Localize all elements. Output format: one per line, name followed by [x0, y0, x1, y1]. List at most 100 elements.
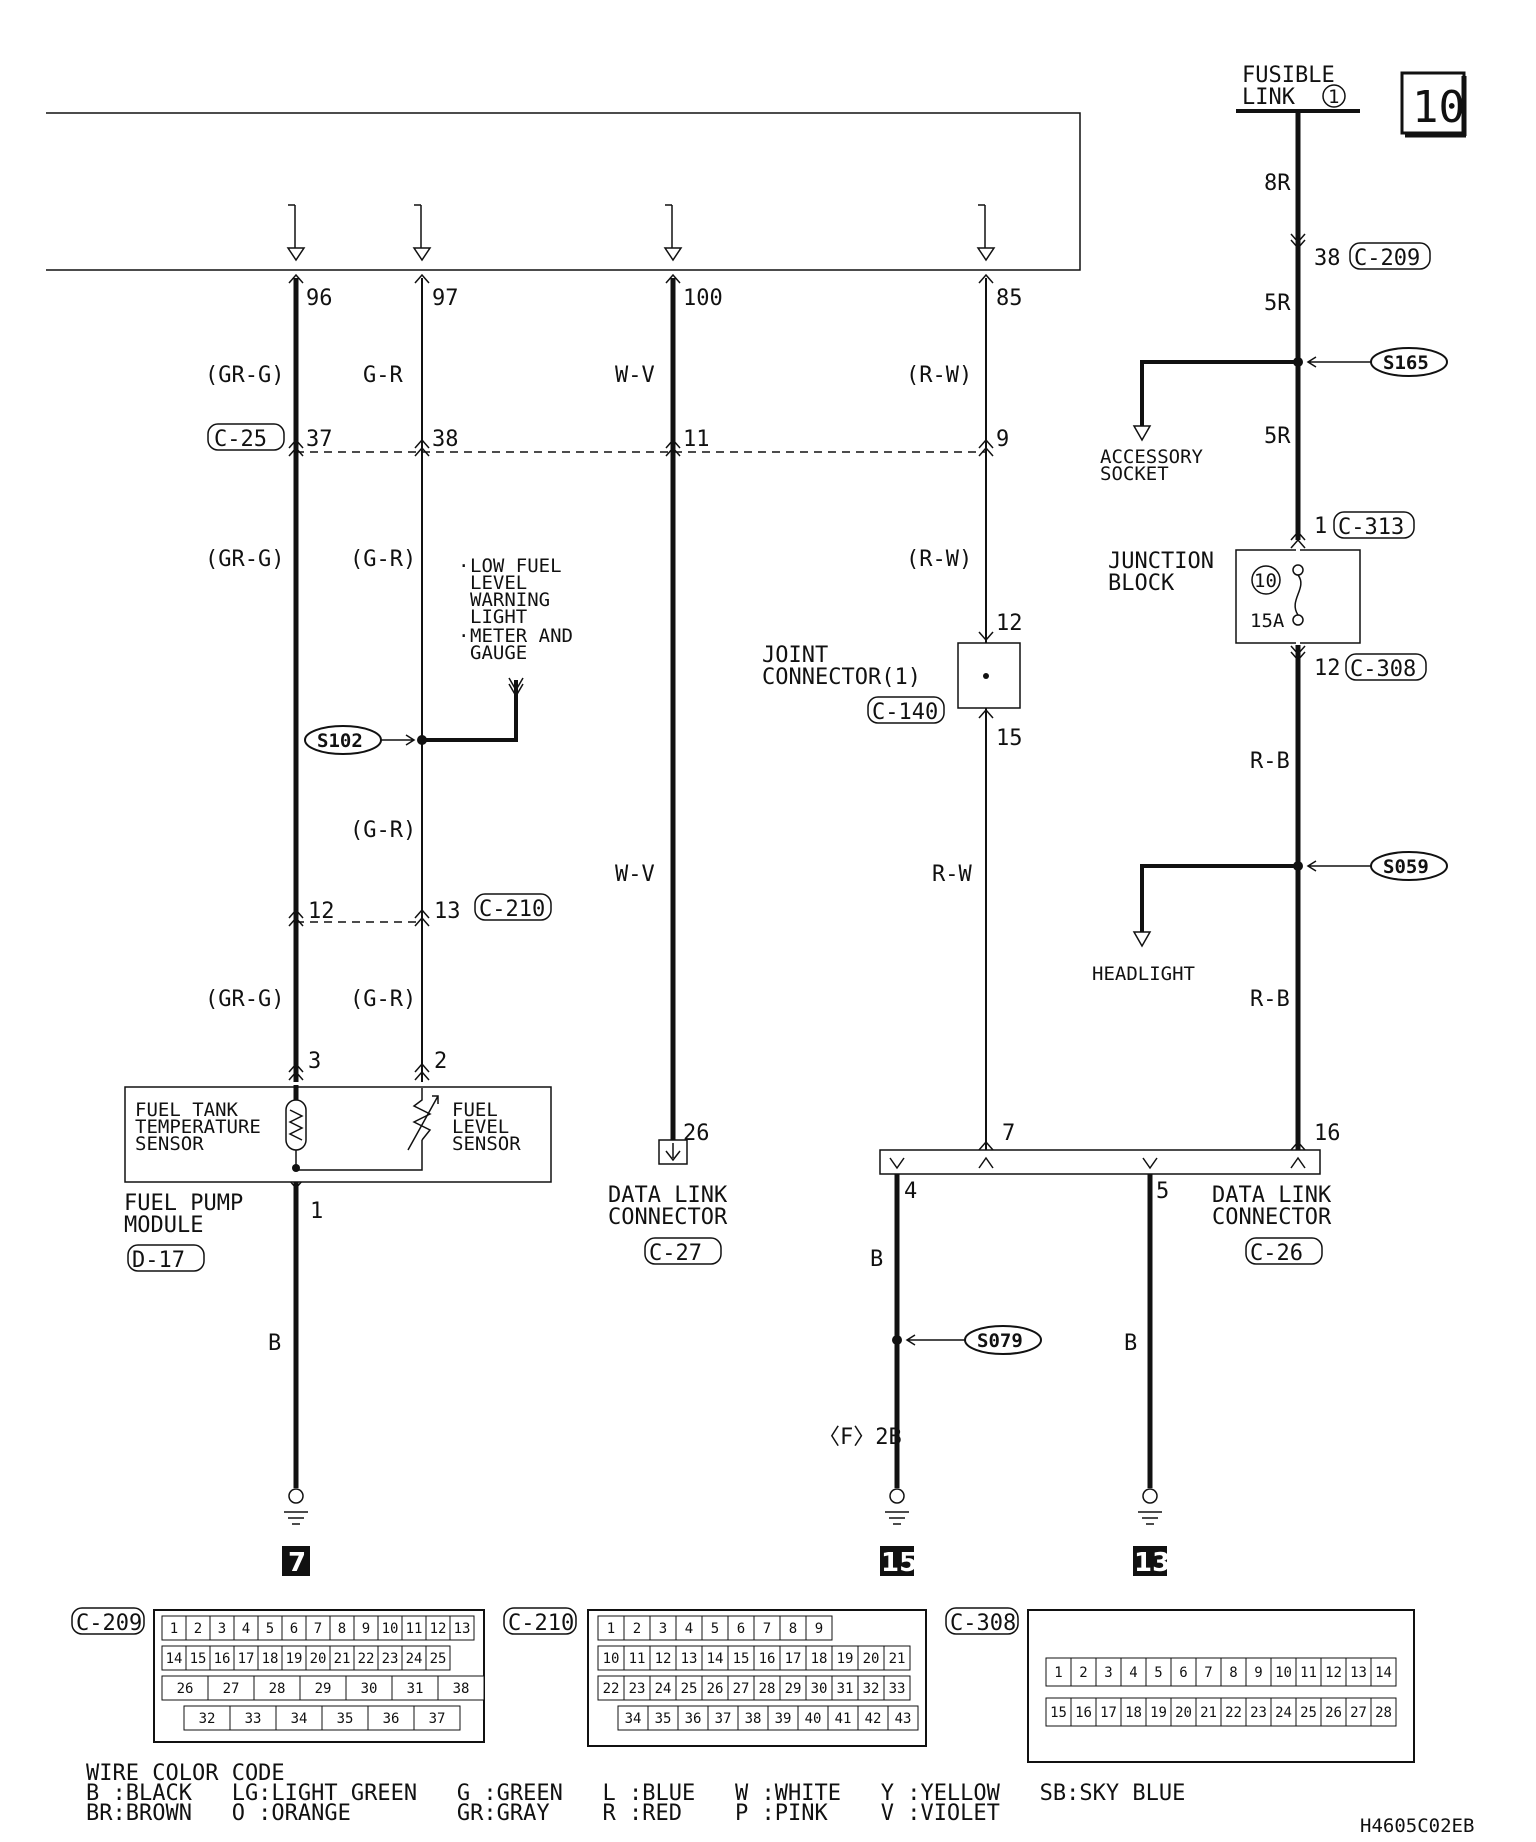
- pin-12-c210: 12: [308, 899, 335, 924]
- c209-pin-9: 9: [362, 1621, 370, 1637]
- c308-pin-27: 27: [1350, 1705, 1367, 1721]
- fuel-level-label-2: LEVEL: [452, 1116, 509, 1138]
- c210-pin-3-cell: [649, 1615, 677, 1641]
- c209-pin-20-cell: [305, 1645, 331, 1671]
- headlight-label: HEADLIGHT: [1092, 963, 1195, 985]
- c209-pin-17-cell: [233, 1645, 259, 1671]
- c308-pin-25: 25: [1300, 1705, 1317, 1721]
- s079-tag: [964, 1325, 1042, 1355]
- fuse-terminal-bottom: [1292, 614, 1304, 626]
- c209-pin-21: 21: [334, 1651, 351, 1667]
- dlc-c26-pin-arrows-top: [978, 1156, 1306, 1169]
- c210-pin-13: 13: [681, 1651, 698, 1667]
- c209-pin-16-cell: [209, 1645, 235, 1671]
- c210-pin-40: 40: [805, 1711, 822, 1727]
- d17-tag: [127, 1244, 205, 1272]
- dlc-c27-label-2: CONNECTOR: [608, 1205, 728, 1230]
- d17-label: D-17: [132, 1248, 185, 1273]
- c210-pin-31-cell: [831, 1675, 859, 1701]
- c209-pin-21-cell: [329, 1645, 355, 1671]
- c308-pin-28: 28: [1375, 1705, 1392, 1721]
- c210-pin-19: 19: [837, 1651, 854, 1667]
- c210-pin-39-cell: [767, 1705, 799, 1731]
- c210-pin-33: 33: [889, 1681, 906, 1697]
- c209-pin-5: 5: [266, 1621, 274, 1637]
- c308-pin-22: 22: [1225, 1705, 1242, 1721]
- c308-pin-8: 8: [1229, 1665, 1237, 1681]
- fuel-pump-internal-wire: [295, 1140, 423, 1171]
- c209-pin-4: 4: [242, 1621, 250, 1637]
- ground-7: [282, 1488, 310, 1576]
- c209-pin-7-cell: [305, 1615, 331, 1641]
- c210-pin-40-cell: [797, 1705, 829, 1731]
- c210-pin-5-cell: [701, 1615, 729, 1641]
- pin-1-c313: 1: [1314, 514, 1327, 539]
- c210-pin-11-cell: [623, 1645, 651, 1671]
- c308-pin-13: 13: [1350, 1665, 1367, 1681]
- c308-pin-11: 11: [1300, 1665, 1317, 1681]
- c210-pin-21-cell: [883, 1645, 911, 1671]
- c209-pin-12: 12: [430, 1621, 447, 1637]
- c209-pin-32: 32: [199, 1711, 216, 1727]
- c210-pin-14-cell: [701, 1645, 729, 1671]
- c308-pin-24: 24: [1275, 1705, 1292, 1721]
- s059-tag: [1370, 851, 1448, 881]
- c308-face-label: C-308: [950, 1611, 1016, 1636]
- wire-color-rb-2: R-B: [1250, 987, 1290, 1012]
- low-fuel-label-4: LIGHT: [470, 606, 527, 628]
- c209-pin-37-cell: [413, 1705, 461, 1731]
- c209-pin-26: 26: [177, 1681, 194, 1697]
- c210-pin-10-cell: [597, 1645, 625, 1671]
- c308-pin-19: 19: [1150, 1705, 1167, 1721]
- pin-13: 13: [434, 899, 461, 924]
- c209-pin-34: 34: [291, 1711, 308, 1727]
- accessory-label-1: ACCESSORY: [1100, 446, 1204, 468]
- c209-pin-6: 6: [290, 1621, 298, 1637]
- c209-pin-15-cell: [185, 1645, 211, 1671]
- joint-connector-box: [957, 642, 1021, 709]
- c313-tag: [1333, 511, 1415, 539]
- c209-pin-27-cell: [207, 1675, 255, 1701]
- c210-pin-2: 2: [633, 1621, 641, 1637]
- c209-pin-3: 3: [218, 1621, 226, 1637]
- c209-pin-20: 20: [310, 1651, 327, 1667]
- c209-pin-8: 8: [338, 1621, 346, 1637]
- c209-pin-34-cell: [275, 1705, 323, 1731]
- ecu-terminals: [286, 204, 996, 262]
- c209-pin-30-cell: [345, 1675, 393, 1701]
- c210-pin-3: 3: [659, 1621, 667, 1637]
- low-fuel-label-2: LEVEL: [470, 572, 527, 594]
- c308-pin-23-cell: [1245, 1697, 1272, 1727]
- wire-color-5r-1: 5R: [1264, 291, 1291, 316]
- fusible-link-label-2: LINK: [1242, 85, 1296, 110]
- wire-color-grg-2: (GR-G): [205, 547, 284, 572]
- c209-pin-36: 36: [383, 1711, 400, 1727]
- wire-color-8r: 8R: [1264, 171, 1291, 196]
- c209-pin-33-cell: [229, 1705, 277, 1731]
- c209-pin-38-cell: [437, 1675, 485, 1701]
- c209-pin-16: 16: [214, 1651, 231, 1667]
- wire-color-wv-1: W-V: [615, 363, 655, 388]
- wire-color-rw-2: (R-W): [906, 547, 972, 572]
- c308-pin-25-cell: [1295, 1697, 1322, 1727]
- c210-pin-32: 32: [863, 1681, 880, 1697]
- c140-label: C-140: [872, 700, 938, 725]
- c308-pin-6-cell: [1170, 1657, 1197, 1687]
- fuse-element: [1294, 574, 1302, 616]
- s059-branch-wire: [1140, 864, 1298, 932]
- wire-color-rb-1: R-B: [1250, 749, 1290, 774]
- pin-38-c209: 38: [1314, 246, 1341, 271]
- c210-pin-7-cell: [753, 1615, 781, 1641]
- pin-12-joint: 12: [996, 611, 1023, 636]
- dlc-c26-label-2: CONNECTOR: [1212, 1205, 1332, 1230]
- s165-branch-wire: [1140, 360, 1298, 426]
- c210-pin-12-cell: [649, 1645, 677, 1671]
- c308-pin-21: 21: [1200, 1705, 1217, 1721]
- c210-pin-36-cell: [677, 1705, 709, 1731]
- c210-pin-6-cell: [727, 1615, 755, 1641]
- c209-pin-22: 22: [358, 1651, 375, 1667]
- c308-pin-27-cell: [1345, 1697, 1372, 1727]
- c210-tag-wire: [474, 893, 552, 921]
